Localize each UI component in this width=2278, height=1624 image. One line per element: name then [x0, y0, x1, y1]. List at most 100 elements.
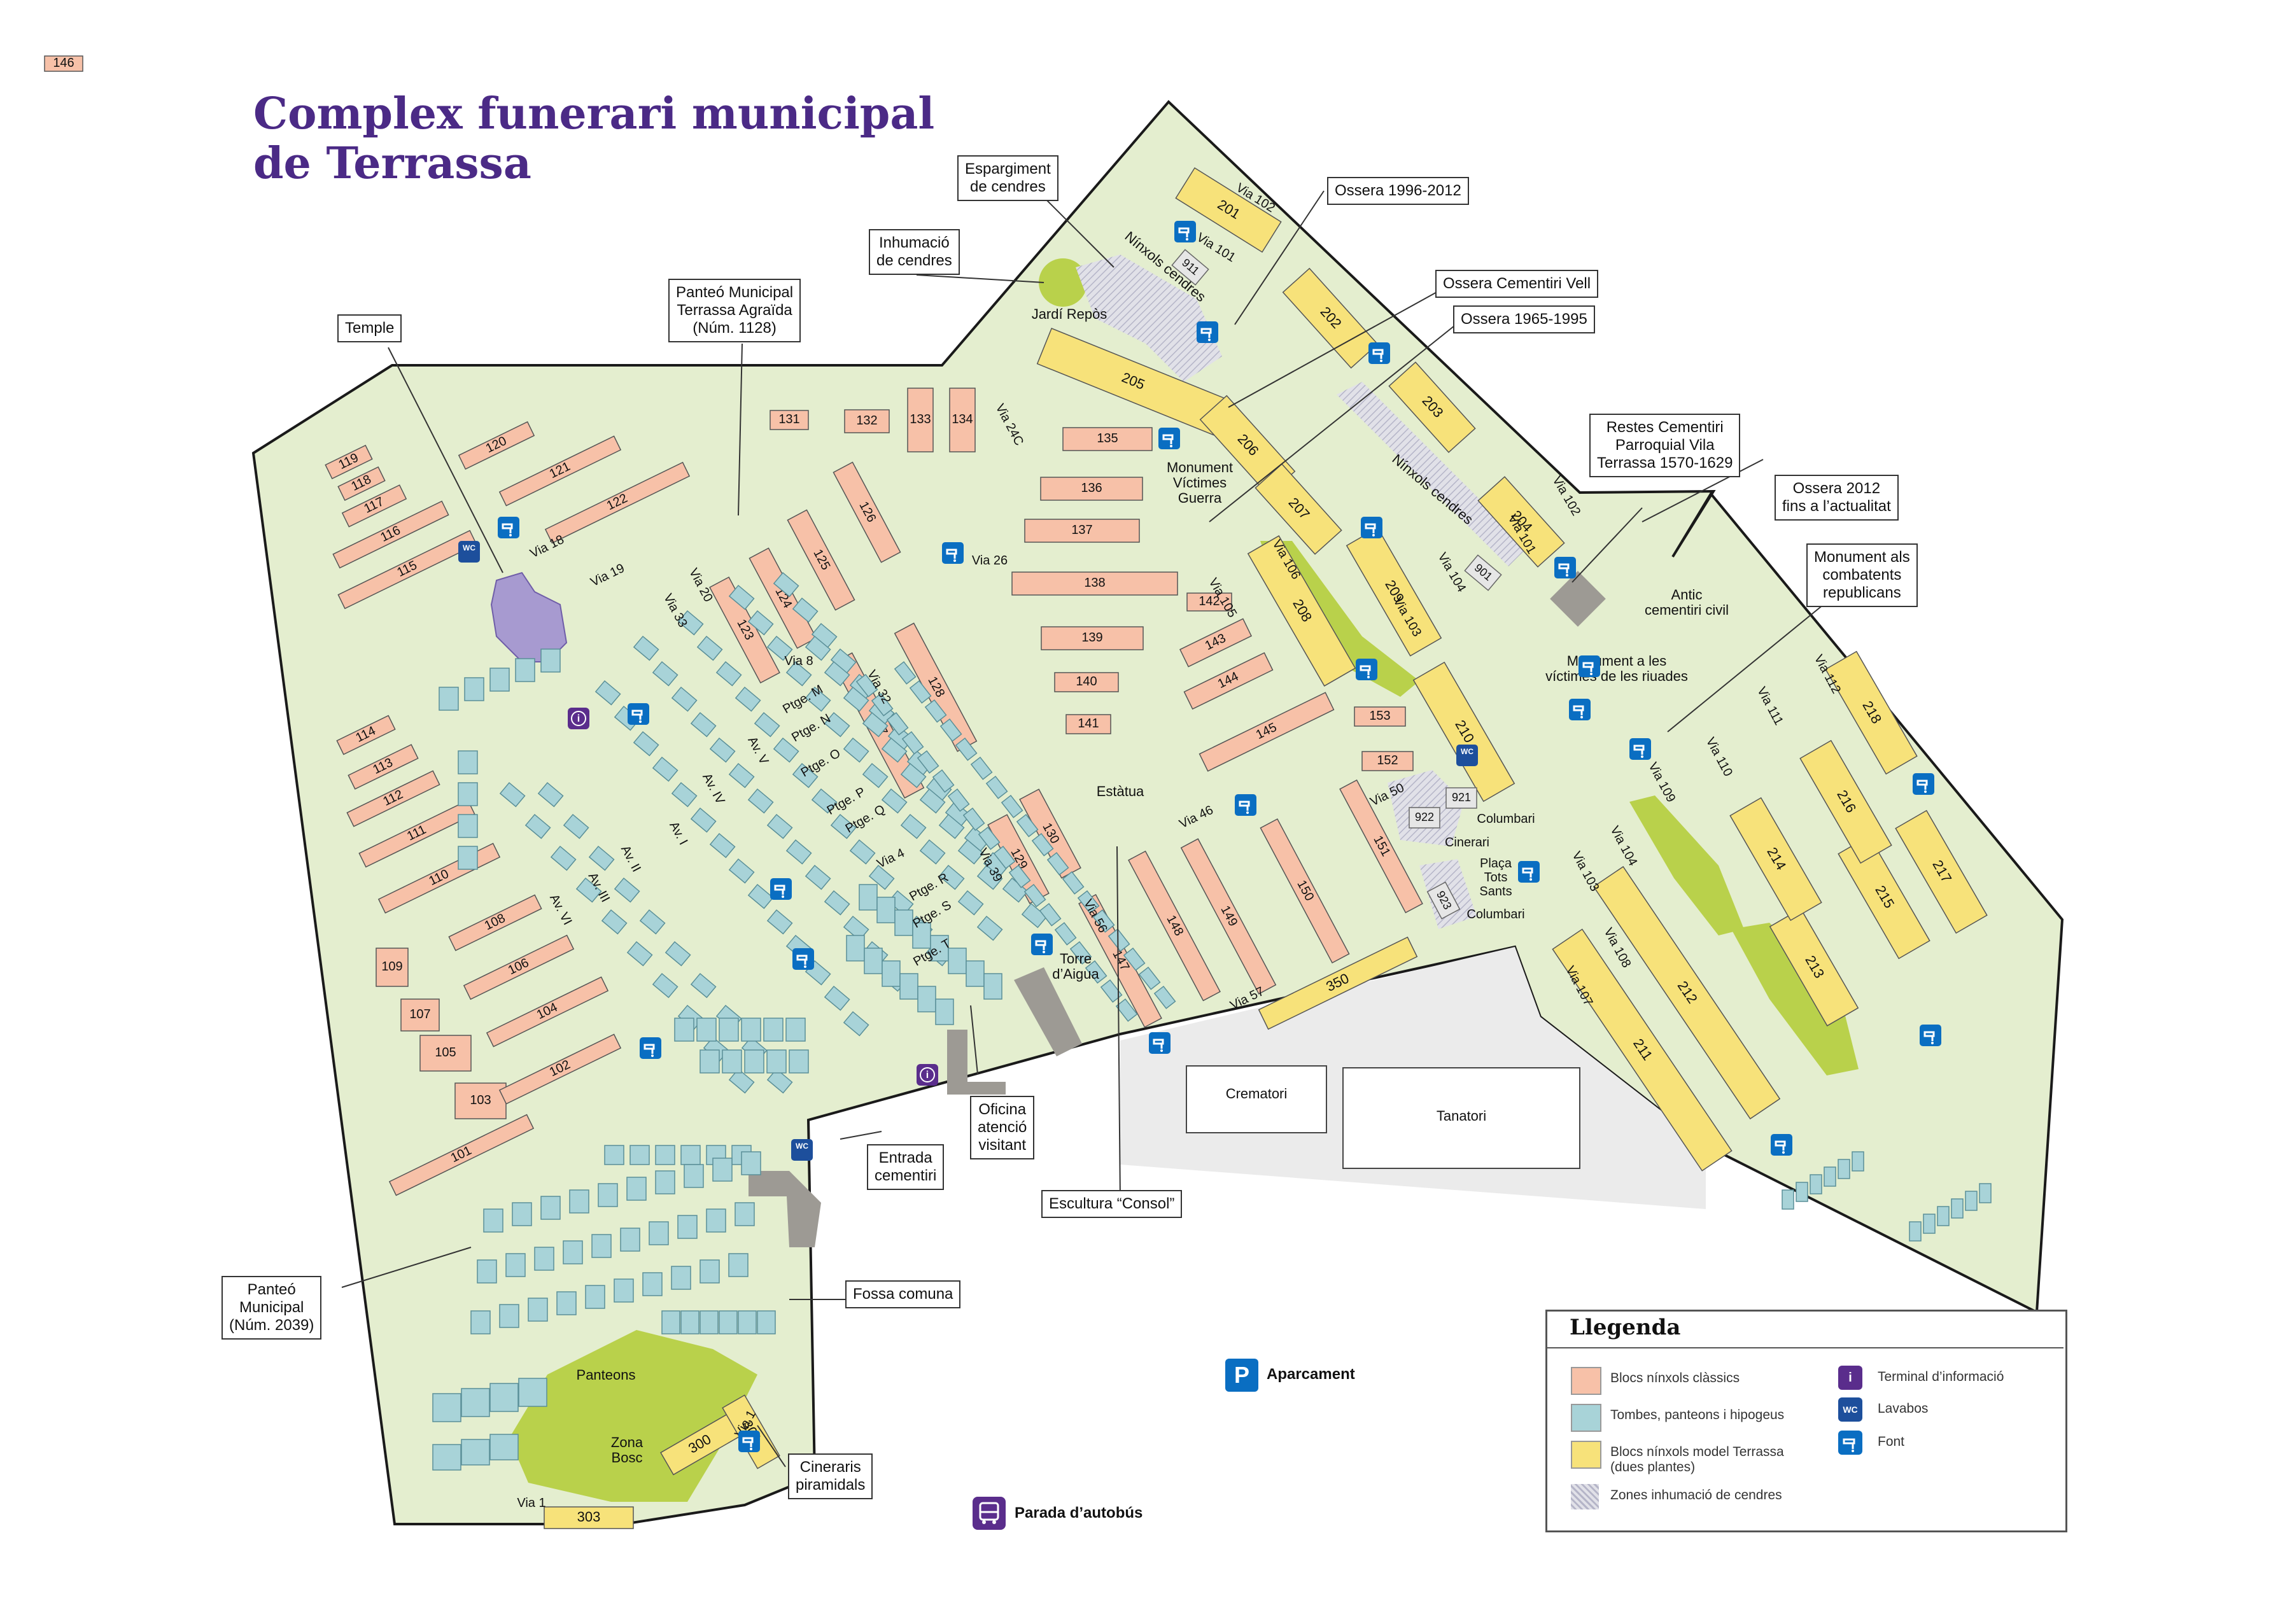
tomb	[461, 1388, 490, 1417]
terrassa-block-207: 207	[1255, 463, 1342, 555]
tomb	[993, 845, 1016, 869]
tomb	[709, 737, 736, 763]
tomb	[766, 1049, 787, 1074]
leader-line	[1209, 323, 1458, 522]
classic-block-146: 146	[44, 55, 83, 72]
fountain-icon	[640, 1037, 661, 1059]
tomb	[620, 1228, 640, 1252]
tomb	[690, 807, 717, 833]
tomb	[849, 839, 876, 865]
place-label-estatua: Estàtua	[1097, 783, 1144, 799]
classic-block-137: 137	[1024, 519, 1140, 543]
classic-block-105: 105	[419, 1035, 472, 1072]
place-label-columbari-2: Columbari	[1466, 907, 1524, 921]
tomb	[594, 680, 621, 706]
tomb	[671, 1266, 691, 1290]
tomb	[792, 762, 819, 788]
ash-zones	[1076, 255, 1528, 929]
tomb	[550, 845, 577, 871]
tomb	[591, 1234, 612, 1258]
map-title-line2: de Terrassa	[253, 138, 531, 189]
tomb	[899, 973, 918, 1000]
classic-block-label-132: 132	[856, 414, 877, 428]
legend-swatch-block_classic	[1571, 1367, 1601, 1395]
callout-temple: Temple	[337, 314, 402, 342]
tomb	[924, 699, 947, 723]
classic-block-152: 152	[1361, 751, 1414, 771]
tomb	[499, 1304, 519, 1328]
tomb	[458, 814, 478, 838]
classic-block-label-146: 146	[53, 56, 74, 70]
classic-block-label-133: 133	[910, 412, 931, 426]
classic-block-label-139: 139	[1081, 631, 1102, 645]
tomb	[962, 807, 985, 831]
classic-block-label-135: 135	[1097, 431, 1118, 445]
tomb	[843, 686, 869, 712]
tomb	[938, 864, 965, 890]
tomb	[811, 788, 838, 814]
classic-block-label-105: 105	[435, 1046, 456, 1060]
tomb	[671, 781, 698, 808]
tomb	[1100, 979, 1123, 1003]
crematori-building	[1186, 1065, 1327, 1133]
tomb	[754, 711, 780, 738]
info-icon-glyph: i	[926, 1070, 929, 1081]
tomb	[894, 909, 913, 936]
fountain-icon	[1361, 517, 1382, 538]
tomb	[483, 1208, 503, 1233]
parking-icon: P	[1225, 1359, 1258, 1392]
tomb	[1115, 998, 1138, 1022]
tomb	[773, 571, 799, 598]
fountain-icon	[1158, 428, 1180, 449]
classic-block-153: 153	[1354, 706, 1406, 727]
callout-ossera-2012: Ossera 2012 fins a l’actualitat	[1775, 475, 1899, 521]
tomb	[843, 737, 869, 763]
classic-block-label-136: 136	[1081, 481, 1102, 495]
wc-icon-glyph: WC	[1461, 747, 1473, 756]
legend-divider	[1545, 1347, 2064, 1348]
tomb	[728, 1068, 755, 1094]
tomb	[868, 864, 895, 890]
info-icon: i	[917, 1064, 938, 1086]
terrassa-block-208: 208	[1247, 535, 1356, 687]
info-icon: i	[568, 708, 589, 729]
classic-block-125: 125	[787, 509, 855, 611]
tomb	[728, 762, 755, 788]
tomb	[894, 661, 917, 685]
tomb	[871, 692, 894, 717]
classic-block-109: 109	[376, 948, 409, 987]
tomb	[633, 731, 659, 757]
tomb	[524, 813, 551, 839]
classic-block-138: 138	[1011, 571, 1178, 596]
tomb	[843, 915, 869, 941]
tomb	[792, 597, 819, 623]
place-label-block-921: 921	[1452, 791, 1471, 804]
tomb	[955, 737, 978, 761]
columbari-block	[1464, 554, 1502, 591]
leader-line	[916, 274, 1044, 283]
tomb	[1138, 966, 1161, 990]
tomb	[785, 1018, 806, 1042]
tomb	[976, 864, 1003, 890]
leader-line	[1642, 459, 1764, 522]
leader-line	[1043, 197, 1114, 268]
tomb	[738, 1310, 757, 1334]
tomb	[700, 1049, 720, 1074]
tomb	[674, 1018, 694, 1042]
tomb	[805, 635, 831, 661]
fountain-icon	[498, 517, 519, 538]
classic-block-label-138: 138	[1084, 576, 1105, 590]
tomb	[652, 972, 678, 998]
callout-oficina: Oficina atenció visitant	[970, 1096, 1035, 1159]
tomb	[563, 1240, 583, 1264]
tomb	[655, 1170, 675, 1194]
legend-fountain-icon	[1838, 1431, 1862, 1455]
tomb	[864, 948, 883, 974]
classic-block-label-107: 107	[409, 1007, 430, 1021]
tomb	[461, 1439, 490, 1466]
leader-line	[341, 1247, 472, 1288]
tomb	[661, 1310, 680, 1334]
tomb	[862, 762, 889, 788]
callout-panteo-2039: Panteó Municipal (Núm. 2039)	[221, 1276, 322, 1340]
